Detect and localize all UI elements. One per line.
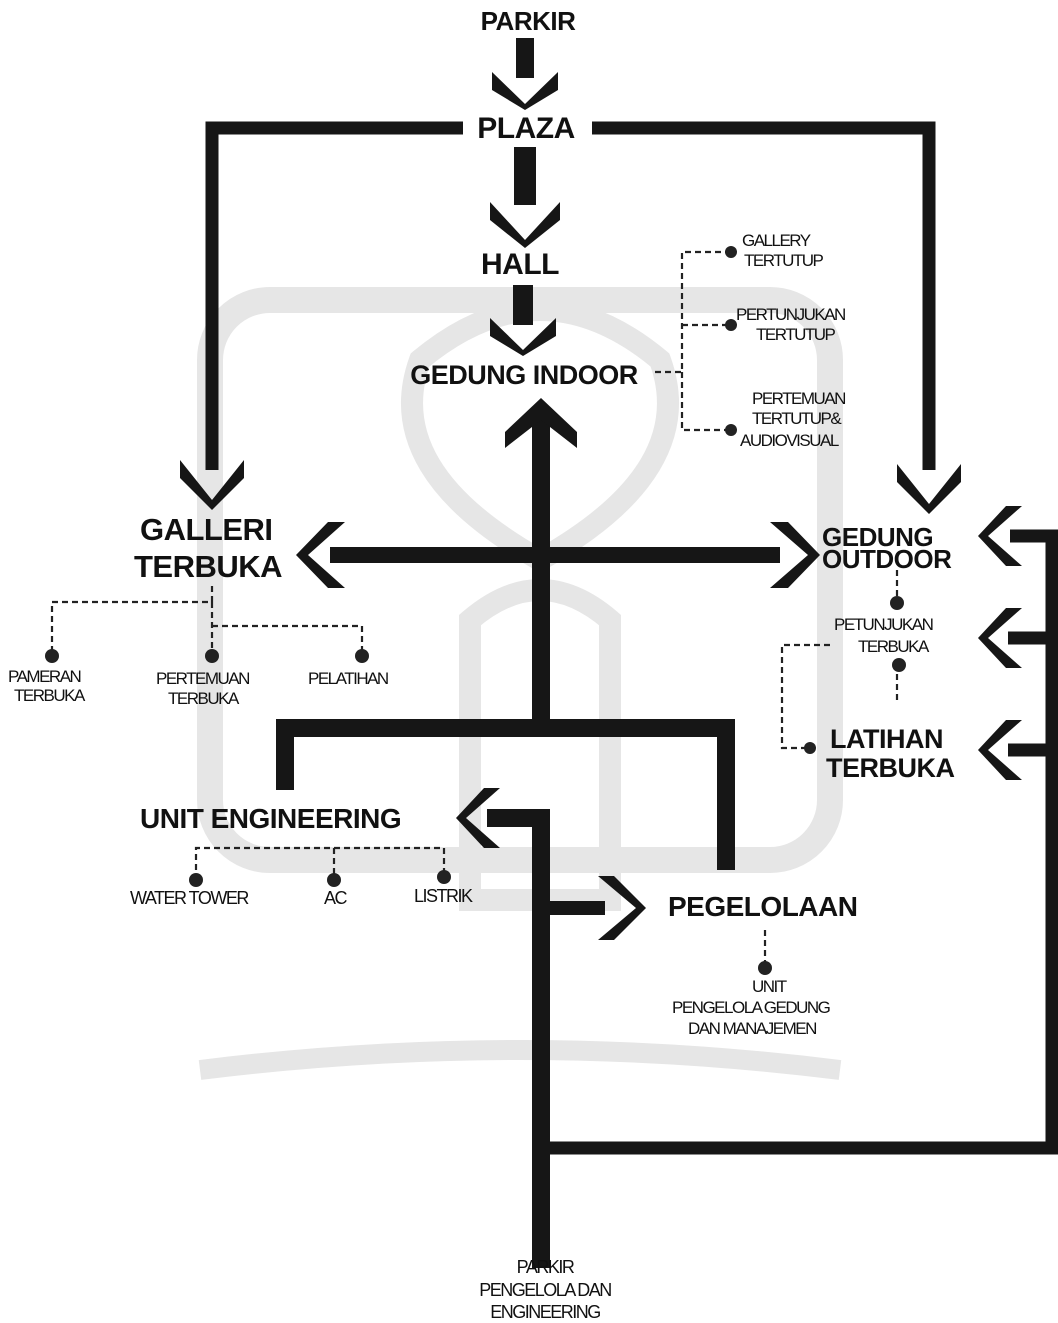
- dot-latihan: [804, 742, 816, 754]
- sub-pertemuan-tertutup-line2: TERTUTUP&: [752, 409, 842, 428]
- arrow-loop-outdoor-icon: [978, 506, 1022, 566]
- sub-pertunjukan-terbuka-line2: TERBUKA: [858, 637, 930, 656]
- arrows: [180, 38, 1022, 940]
- arrow-hall-indoor-shaft: [513, 285, 533, 325]
- dot-pertunjukan-terbuka: [890, 596, 904, 610]
- sub-pertemuan-tertutup-line3: AUDIOVISUAL: [740, 431, 839, 450]
- arrow-loop-pertunjukan-icon: [978, 608, 1022, 668]
- sub-pertunjukan-tertutup-line2: TERTUTUP: [756, 325, 836, 344]
- arrow-plaza-hall-icon: [490, 202, 560, 248]
- node-parkir-pengelola-line3: ENGINEERING: [490, 1302, 600, 1322]
- dot-gallery-tertutup: [725, 246, 737, 258]
- sub-pameran-terbuka-line1: PAMERAN: [8, 667, 81, 686]
- dash-outdoor-latihan: [780, 643, 830, 750]
- arrow-left-engineering-icon: [456, 788, 500, 848]
- dot-listrik: [437, 870, 451, 884]
- arrow-left-galleri-icon: [296, 522, 345, 588]
- sub-unit-pengelola-line2: PENGELOLA GEDUNG: [672, 998, 830, 1017]
- right-loop: [541, 529, 1058, 1155]
- dot-pertunjukan-bottom: [892, 658, 906, 672]
- sub-pertemuan-terbuka-line2: TERBUKA: [168, 689, 240, 708]
- node-gedung-indoor: GEDUNG INDOOR: [410, 360, 638, 390]
- node-hall: HALL: [481, 248, 559, 281]
- dot-unit-pengelola: [758, 961, 772, 975]
- sub-listrik: LISTRIK: [414, 886, 473, 906]
- sub-water-tower: WATER TOWER: [130, 888, 249, 908]
- arrow-plaza-hall-shaft: [514, 147, 536, 205]
- sub-pertunjukan-terbuka-line1: PETUNJUKAN: [834, 615, 933, 634]
- sub-pelatihan: PELATIHAN: [308, 669, 388, 688]
- sub-unit-pengelola-line1: UNIT: [752, 977, 787, 996]
- dash-pameran: [50, 586, 214, 652]
- dashed-links: [50, 250, 899, 965]
- node-plaza: PLAZA: [477, 112, 575, 145]
- arrow-loop-latihan-icon: [978, 720, 1022, 780]
- node-latihan-terbuka-line1: LATIHAN: [830, 724, 943, 754]
- sub-pameran-terbuka-line2: TERBUKA: [14, 686, 86, 705]
- sub-nodes: GALLERY TERTUTUP PERTUNJUKAN TERTUTUP PE…: [8, 231, 934, 1038]
- arrow-down-galleri-icon: [180, 460, 244, 510]
- dash-gallery-tertutup: [655, 250, 728, 374]
- engineering-bar: [276, 719, 735, 870]
- node-gedung-outdoor-line1: GEDUNG: [822, 522, 933, 552]
- dash-pelatihan: [212, 624, 364, 652]
- node-gedung-outdoor-line2: OUTDOOR: [822, 544, 952, 574]
- node-galleri-terbuka-line1: GALLERI: [140, 512, 273, 547]
- sub-pertunjukan-tertutup-line1: PERTUNJUKAN: [736, 305, 845, 324]
- arrow-right-pegelolaan-icon: [598, 876, 646, 940]
- dot-pameran: [45, 649, 59, 663]
- watermark-logo: [197, 287, 843, 1080]
- sub-unit-pengelola-line3: DAN MANAJEMEN: [688, 1019, 816, 1038]
- dot-pertemuan-terbuka: [205, 649, 219, 663]
- dot-pertunjukan-tertutup: [725, 319, 737, 331]
- node-parkir: PARKIR: [481, 6, 576, 36]
- sub-ac: AC: [324, 888, 348, 908]
- sub-pertemuan-tertutup-line1: PERTEMUAN: [752, 389, 845, 408]
- flow-lines: [205, 121, 1058, 1268]
- sub-pertemuan-terbuka-line1: PERTEMUAN: [156, 669, 249, 688]
- arrow-down-outdoor-icon: [897, 464, 961, 514]
- dash-pertemuan-tertutup: [680, 372, 728, 432]
- node-latihan-terbuka-line2: TERBUKA: [826, 753, 955, 783]
- plaza-left-line: [205, 121, 463, 470]
- sub-gallery-tertutup-line2: TERTUTUP: [744, 251, 824, 270]
- node-unit-engineering: UNIT ENGINEERING: [140, 803, 401, 834]
- dot-water-tower: [189, 873, 203, 887]
- node-parkir-pengelola-line2: PENGELOLA DAN: [479, 1280, 611, 1300]
- arrow-right-outdoor-icon: [770, 522, 820, 588]
- dot-pertemuan-tertutup: [725, 424, 737, 436]
- dot-ac: [327, 873, 341, 887]
- arrow-parkir-plaza-shaft: [516, 38, 534, 78]
- arrow-hall-indoor-icon: [490, 318, 556, 356]
- arrow-up-indoor-icon: [505, 398, 577, 448]
- node-parkir-pengelola-line1: PARKIR: [517, 1257, 575, 1277]
- plaza-right-line: [592, 121, 936, 470]
- connector-dots: [45, 246, 906, 975]
- lower-spine: [487, 809, 550, 1268]
- dot-pelatihan: [355, 649, 369, 663]
- dash-engineering-group: [194, 846, 446, 880]
- plaza-label-bg: [470, 112, 584, 144]
- primary-nodes: PARKIR PLAZA HALL GEDUNG INDOOR GALLERI …: [134, 6, 955, 1322]
- sub-gallery-tertutup-line1: GALLERY: [742, 231, 811, 250]
- arrow-parkir-plaza-icon: [492, 72, 558, 110]
- node-pegelolaan: PEGELOLAAN: [668, 891, 857, 922]
- node-galleri-terbuka-line2: TERBUKA: [134, 549, 282, 584]
